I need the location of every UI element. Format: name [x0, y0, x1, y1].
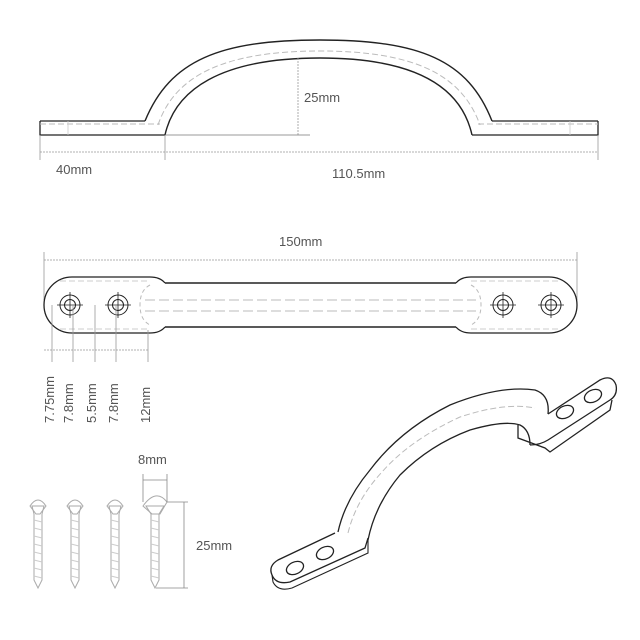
side-foot-length-label: 40mm [56, 162, 93, 177]
hole-spacing-label-1: 7.75mm [42, 376, 57, 423]
side-height-label: 25mm [304, 90, 341, 105]
screw-3 [106, 499, 124, 590]
hole-1 [57, 292, 83, 318]
side-view [39, 39, 599, 160]
hole-spacing-label-5: 12mm [138, 386, 153, 423]
hole-4 [538, 292, 564, 318]
screw-head-diameter-label: 8mm [138, 452, 167, 467]
screw-4 [142, 495, 168, 590]
hole-spacing-label-2: 7.8mm [61, 383, 76, 423]
screw-1 [29, 499, 47, 590]
screw-2 [66, 499, 84, 590]
isometric-view [270, 377, 618, 590]
hole-3 [490, 292, 516, 318]
top-overall-length-label: 150mm [279, 234, 323, 249]
screw-length-label: 25mm [196, 538, 233, 553]
hole-spacing-label-3: 5.5mm [84, 383, 99, 423]
side-span-label: 110.5mm [332, 166, 386, 181]
screws [29, 474, 188, 590]
top-view [43, 252, 578, 362]
hole-2 [105, 292, 131, 318]
hole-spacing-label-4: 7.8mm [106, 383, 121, 423]
